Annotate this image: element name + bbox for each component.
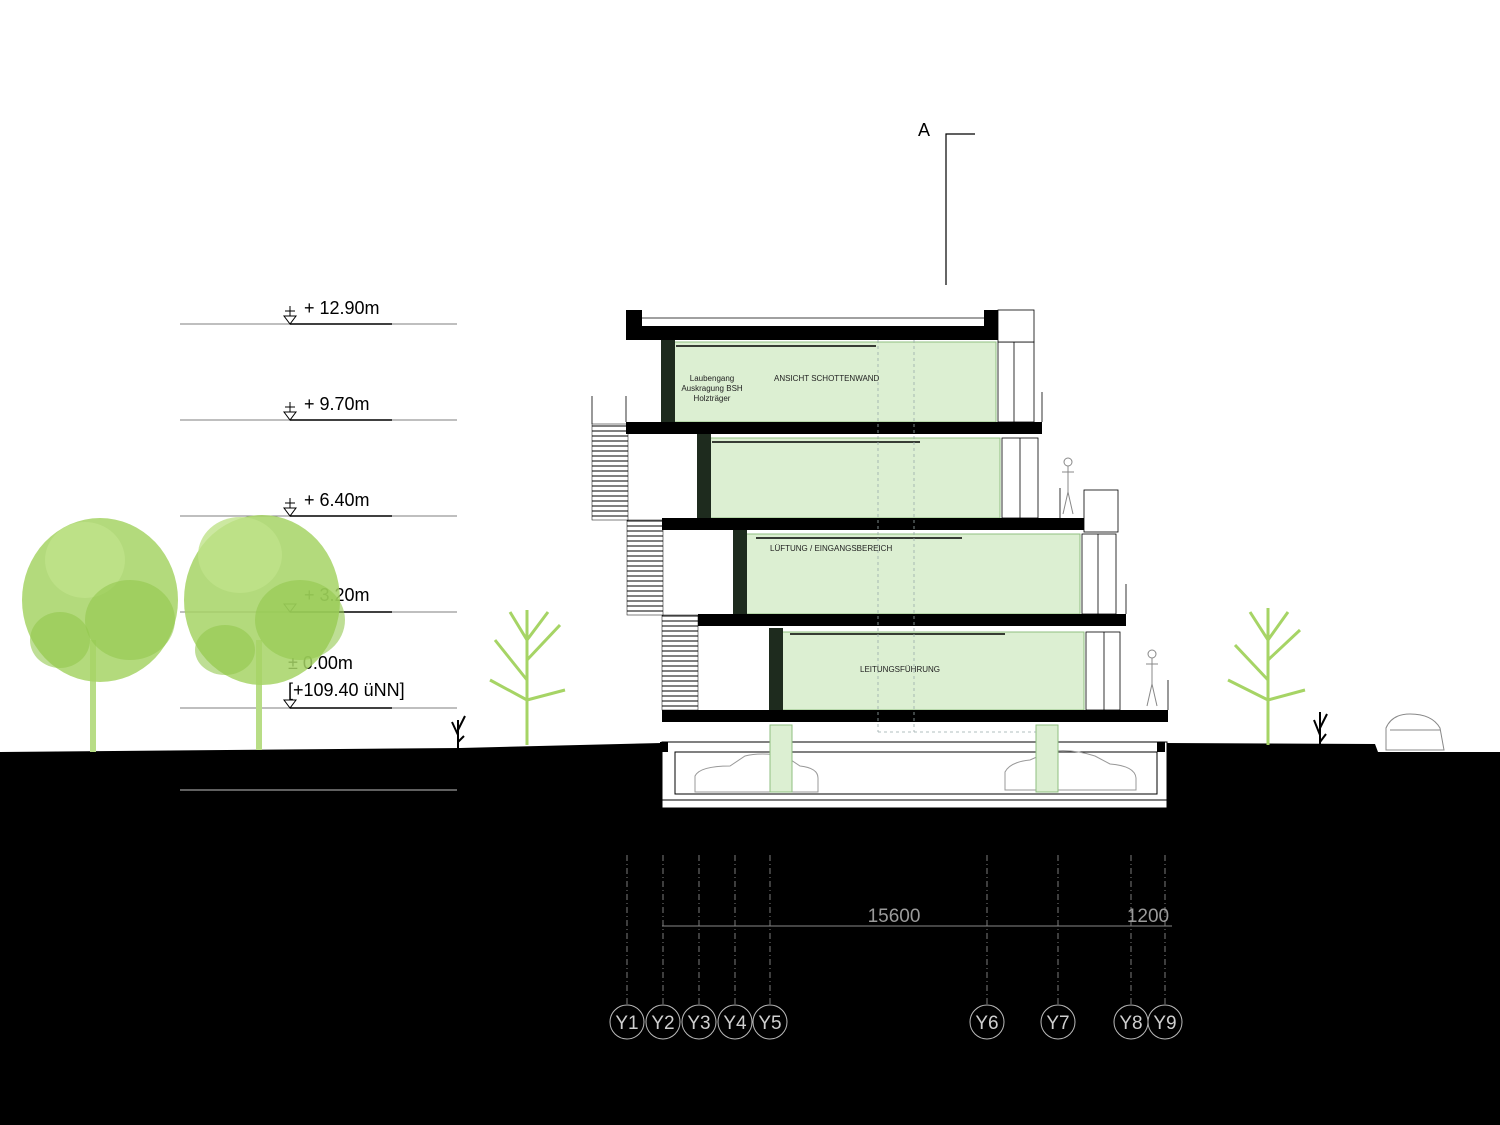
annotation-lueftung: LÜFTUNG / EINGANGSBEREICH bbox=[770, 544, 892, 553]
axis-label-y7: Y7 bbox=[1046, 1013, 1069, 1034]
person-1 bbox=[1062, 457, 1074, 515]
room-second-floor bbox=[709, 437, 1001, 519]
slab-ground-floor bbox=[662, 710, 1168, 722]
axis-label-y6: Y6 bbox=[975, 1013, 998, 1034]
slab-third-floor bbox=[626, 422, 1042, 434]
axis-lines bbox=[626, 855, 1166, 1004]
slab-second-floor bbox=[662, 518, 1084, 530]
shaft-lines bbox=[877, 340, 1036, 733]
room-third-floor bbox=[673, 341, 997, 423]
ground-mass bbox=[0, 743, 662, 1125]
section-line-a bbox=[945, 133, 975, 1003]
axis-label-y4: Y4 bbox=[723, 1013, 747, 1034]
window-third-floor bbox=[997, 341, 1035, 423]
annotation-leitung: LEITUNGSFÜHRUNG bbox=[860, 665, 940, 674]
roof-parapet-left bbox=[626, 310, 642, 326]
axis-label-y8: Y8 bbox=[1119, 1013, 1142, 1034]
basement-wall-left bbox=[660, 742, 668, 752]
ground-under-basement bbox=[655, 806, 1170, 1125]
axis-label-y1: Y1 bbox=[615, 1013, 638, 1034]
window-first-floor bbox=[1081, 533, 1117, 615]
axis-circle-y7 bbox=[1040, 1004, 1076, 1040]
axis-circle-y9 bbox=[1147, 1004, 1183, 1040]
stair-ground bbox=[661, 614, 699, 711]
room-first-floor bbox=[745, 533, 1081, 615]
wall-second-floor bbox=[697, 434, 711, 520]
wall-ground-floor bbox=[769, 628, 783, 710]
stair-first bbox=[626, 519, 664, 616]
annotation-laubengang-3: Holzträger bbox=[694, 394, 731, 403]
basement-wall-right bbox=[1157, 742, 1165, 752]
roof-upstand bbox=[997, 309, 1035, 343]
wall-first-floor bbox=[733, 530, 747, 616]
section-marker-label: A bbox=[918, 120, 930, 140]
roof-slab bbox=[626, 326, 998, 340]
person-2 bbox=[1146, 649, 1158, 707]
column-y7-basement bbox=[1035, 724, 1059, 793]
tree-left-2 bbox=[184, 515, 345, 750]
level-label-1290: + 12.90m bbox=[304, 298, 380, 318]
axis-label-y5: Y5 bbox=[758, 1013, 781, 1034]
axis-label-y9: Y9 bbox=[1153, 1013, 1176, 1034]
tree-left-1 bbox=[22, 518, 178, 752]
axis-circle-y1 bbox=[609, 1004, 645, 1040]
basement-cars bbox=[694, 750, 1137, 793]
room-ground-floor bbox=[777, 631, 1085, 711]
dimension-secondary: 1200 bbox=[1127, 906, 1169, 927]
tree-right bbox=[1227, 608, 1306, 745]
axis-labels: Y1 Y2 Y3 Y4 Y5 Y6 Y7 Y8 Y9 bbox=[609, 1004, 1183, 1040]
level-label-970: + 9.70m bbox=[304, 394, 370, 414]
wall-third-floor bbox=[661, 338, 675, 424]
tree-left-3 bbox=[489, 610, 566, 745]
slab-first-floor bbox=[698, 614, 1126, 626]
axis-label-y2: Y2 bbox=[651, 1013, 674, 1034]
roof-parapet-right bbox=[984, 310, 1000, 326]
axis-label-y3: Y3 bbox=[687, 1013, 710, 1034]
basement-inner bbox=[674, 751, 1158, 795]
annotation-schottenwand: ANSICHT SCHOTTENWAND bbox=[774, 374, 880, 383]
ground-mass-right bbox=[1165, 743, 1500, 1125]
level-label-nn: [+109.40 üNN] bbox=[288, 680, 405, 700]
shrub-left bbox=[451, 715, 466, 748]
annotation-laubengang-2: Auskragung BSH bbox=[681, 384, 743, 393]
column-y5-basement bbox=[769, 724, 793, 793]
shrub-right bbox=[1313, 712, 1328, 748]
window-ground-floor bbox=[1085, 631, 1121, 711]
annotation-laubengang-1: Laubengang bbox=[690, 374, 735, 383]
dimension-main: 15600 bbox=[868, 906, 921, 927]
car-right bbox=[1385, 713, 1445, 751]
axis-circle-y4 bbox=[717, 1004, 753, 1040]
level-label-640: + 6.40m bbox=[304, 490, 370, 510]
axis-circle-y3 bbox=[681, 1004, 717, 1040]
stair-second bbox=[591, 423, 629, 521]
axis-circle-y2 bbox=[645, 1004, 681, 1040]
axis-circle-y5 bbox=[752, 1004, 788, 1040]
balcony-box bbox=[1083, 489, 1119, 533]
axis-circle-y6 bbox=[969, 1004, 1005, 1040]
